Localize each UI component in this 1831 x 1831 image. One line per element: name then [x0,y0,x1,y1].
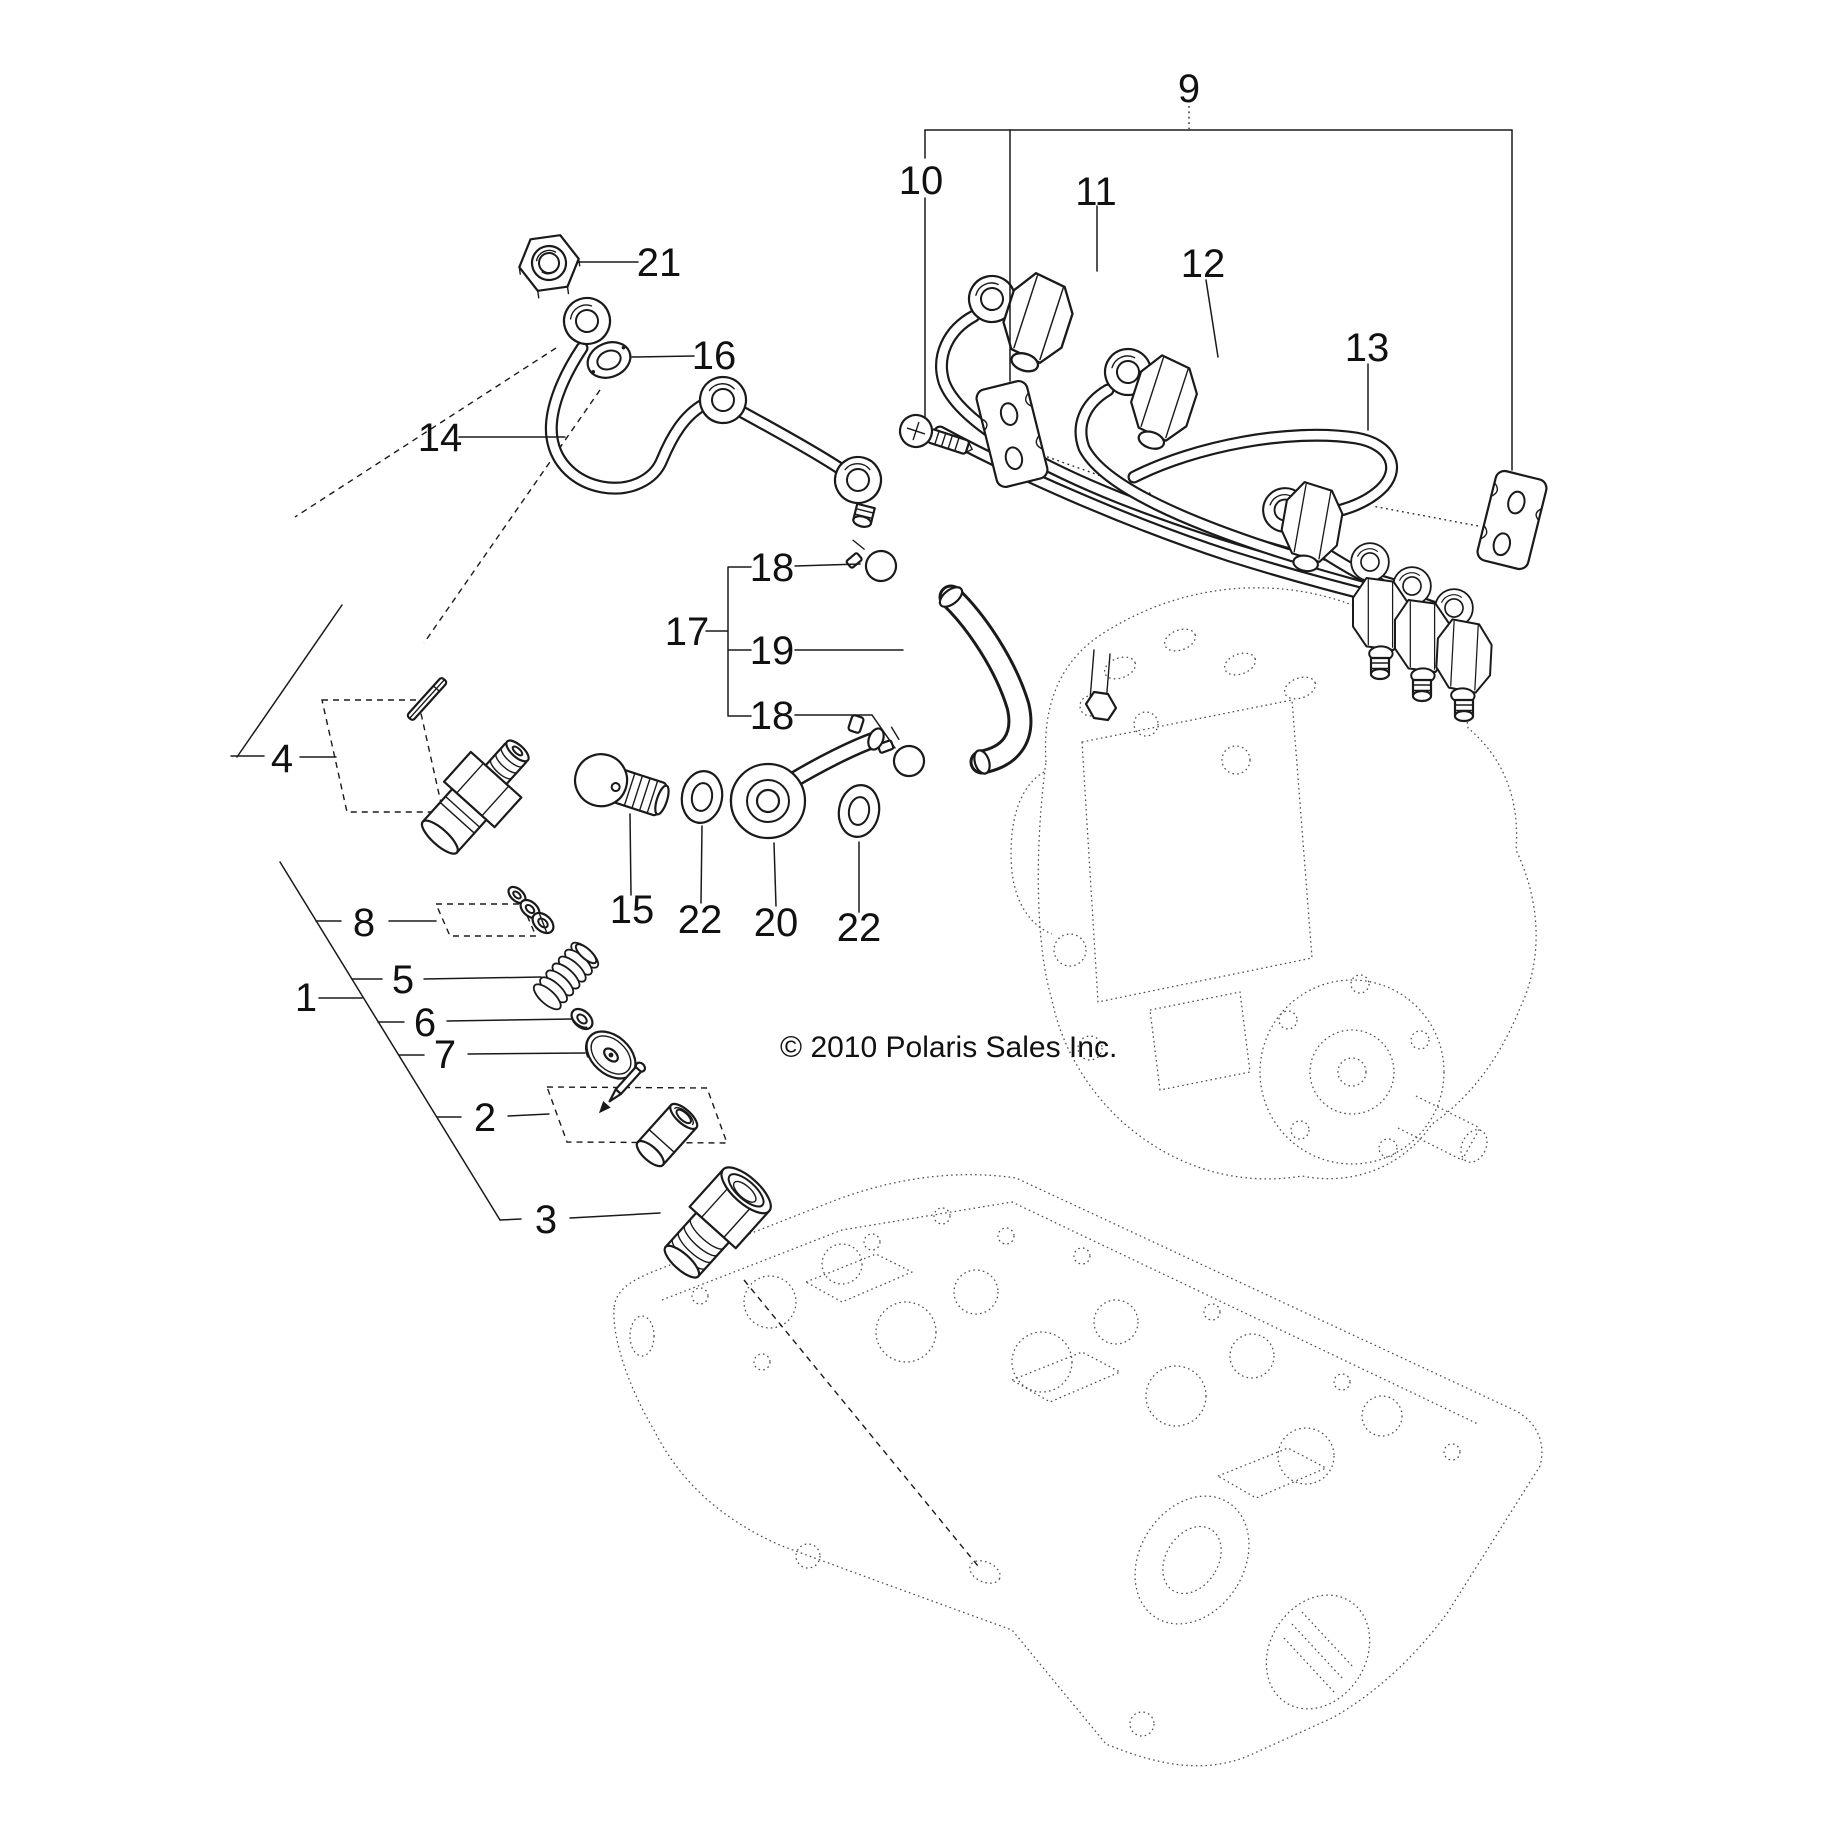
callout-9: 9 [1178,67,1200,111]
callout-2: 2 [474,1096,496,1140]
callout-3: 3 [535,1198,557,1242]
cylinder-head-phantom [613,1174,1543,1767]
nut-21 [518,234,581,299]
washer-16 [586,341,632,379]
fuel-line-harness-9 [940,267,1494,723]
screw-10 [898,413,974,455]
callout-5: 5 [392,958,414,1002]
callout-6: 6 [414,1001,436,1045]
washer-22-left [676,766,728,828]
callout-8: 8 [353,901,375,945]
clamp-bracket-right [1476,469,1548,571]
callout-7: 7 [434,1033,456,1077]
callout-22-right: 22 [837,906,882,950]
callout-21: 21 [637,241,682,285]
callout-4: 4 [271,737,293,781]
clamp-bracket-left [975,380,1049,488]
callout-1: 1 [295,976,317,1020]
callout-20: 20 [754,901,799,945]
callout-11: 11 [1075,170,1117,214]
callout-10: 10 [899,159,944,203]
callout-22-left: 22 [678,898,723,942]
banjo-fitting-20 [729,714,885,840]
washer-22-right [833,780,885,842]
return-hose-group-17 [840,531,1020,780]
fuel-line-14 [551,290,887,530]
copyright-text: © 2010 Polaris Sales Inc. [780,1031,1117,1064]
callout-15: 15 [610,888,655,932]
callout-18-top: 18 [750,546,795,590]
callout-labels: 9 10 11 12 13 21 16 14 18 17 19 18 4 8 5… [271,67,1389,1242]
callout-14: 14 [418,416,463,460]
injection-pump-phantom [1010,587,1537,1180]
callout-18-bottom: 18 [750,694,795,738]
callout-17: 17 [665,610,710,654]
callout-19: 19 [750,629,795,673]
plug-15 [573,753,670,817]
callout-13: 13 [1345,326,1390,370]
leader-lines [230,106,1513,1221]
injection-nozzle-assembly [406,677,772,1279]
callout-12: 12 [1181,242,1226,286]
callout-16: 16 [692,334,737,378]
